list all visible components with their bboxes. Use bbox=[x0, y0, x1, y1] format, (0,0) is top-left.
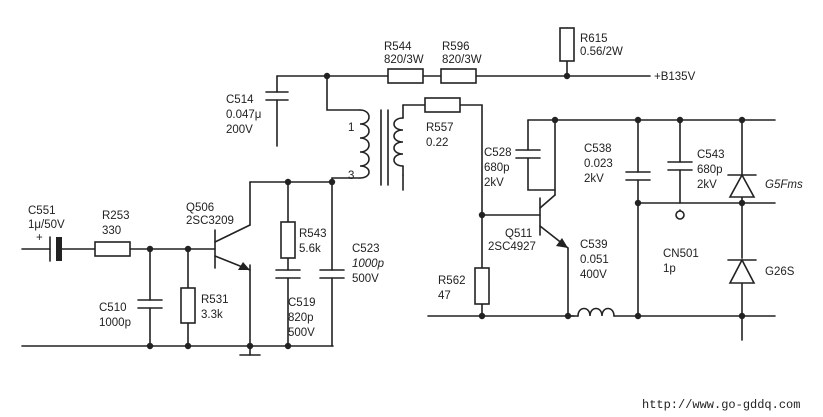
transformer-secondary bbox=[393, 104, 404, 176]
r596-resistor bbox=[440, 68, 477, 84]
r615-value: 0.56/2W bbox=[580, 46, 623, 58]
svg-text:+: + bbox=[36, 232, 43, 244]
r253-resistor bbox=[94, 241, 131, 257]
r543-resistor bbox=[280, 221, 296, 259]
c538-value: 0.023 bbox=[584, 158, 613, 170]
r557-value: 0.22 bbox=[426, 137, 448, 149]
r544-name: R544 bbox=[384, 41, 412, 53]
c523-value: 1000p bbox=[352, 258, 385, 270]
r531-value: 3.3k bbox=[201, 309, 223, 321]
c514-value: 0.047μ bbox=[226, 109, 261, 121]
r596-name: R596 bbox=[442, 41, 470, 53]
r543-value: 5.6k bbox=[299, 243, 321, 255]
q511-transistor bbox=[539, 194, 569, 249]
c528-value: 680p bbox=[484, 162, 510, 174]
c528-name: C528 bbox=[484, 147, 512, 159]
c539-name: C539 bbox=[580, 239, 608, 251]
c543-capacitor bbox=[667, 161, 693, 171]
c514-capacitor bbox=[265, 91, 289, 101]
r253-name: R253 bbox=[102, 210, 130, 222]
diode-g5fms-label: G5Fms bbox=[765, 179, 803, 191]
source-url: http://www.go-gddq.com bbox=[642, 398, 800, 412]
q506-name: Q506 bbox=[186, 202, 214, 214]
r544-resistor bbox=[387, 68, 424, 84]
c523-voltage: 500V bbox=[352, 273, 379, 285]
r615-name: R615 bbox=[580, 33, 608, 45]
c539-value: 0.051 bbox=[580, 254, 609, 266]
cn501-name: CN501 bbox=[663, 248, 699, 260]
c523-name: C523 bbox=[352, 243, 380, 255]
inductor-coil bbox=[577, 307, 615, 317]
r557-resistor bbox=[424, 97, 461, 113]
c519-capacitor bbox=[275, 269, 301, 279]
c519-name: C519 bbox=[288, 297, 316, 309]
cn501-value: 1p bbox=[663, 263, 676, 275]
pin-1-label: 1 bbox=[348, 122, 354, 134]
r544-value: 820/3W bbox=[384, 54, 424, 66]
c538-name: C538 bbox=[584, 143, 612, 155]
r562-name: R562 bbox=[438, 275, 466, 287]
c519-value: 820p bbox=[288, 312, 314, 324]
diode-g26s bbox=[727, 258, 757, 284]
c510-name: C510 bbox=[99, 302, 127, 314]
junction-dots bbox=[146, 72, 746, 350]
transformer-primary bbox=[359, 109, 389, 186]
r557-name: R557 bbox=[426, 122, 454, 134]
r531-resistor bbox=[180, 287, 196, 324]
diode-g5fms bbox=[727, 173, 757, 198]
c538-voltage: 2kV bbox=[584, 173, 604, 185]
c514-voltage: 200V bbox=[226, 124, 253, 136]
c510-value: 1000p bbox=[99, 317, 131, 329]
q511-type: 2SC4927 bbox=[488, 241, 536, 253]
q506-transistor bbox=[214, 224, 251, 271]
r253-value: 330 bbox=[102, 225, 121, 237]
cn501-connector bbox=[675, 210, 685, 220]
c543-value: 680p bbox=[697, 164, 723, 176]
c551-name: C551 bbox=[28, 205, 56, 217]
c551-capacitor: + bbox=[36, 232, 62, 262]
r596-value: 820/3W bbox=[442, 54, 482, 66]
q506-type: 2SC3209 bbox=[186, 215, 234, 227]
c510-capacitor bbox=[137, 299, 163, 309]
r562-resistor bbox=[474, 267, 490, 305]
r562-value: 47 bbox=[438, 290, 451, 302]
c539-voltage: 400V bbox=[580, 269, 607, 281]
c543-voltage: 2kV bbox=[697, 179, 717, 191]
q511-name: Q511 bbox=[505, 228, 532, 240]
r531-name: R531 bbox=[201, 294, 229, 306]
diode-g26s-label: G26S bbox=[765, 266, 795, 278]
c519-voltage: 500V bbox=[288, 327, 315, 339]
r543-name: R543 bbox=[299, 228, 327, 240]
c528-voltage: 2kV bbox=[484, 177, 504, 189]
c528-capacitor bbox=[515, 149, 541, 159]
labels: R544 820/3W R596 820/3W R615 0.56/2W +B1… bbox=[28, 33, 803, 412]
r615-resistor bbox=[559, 27, 575, 62]
c514-name: C514 bbox=[226, 94, 254, 106]
c543-name: C543 bbox=[697, 149, 725, 161]
b135v-label: +B135V bbox=[654, 71, 696, 83]
c523-capacitor bbox=[319, 269, 345, 279]
wires bbox=[21, 27, 776, 356]
pin-3-label: 3 bbox=[348, 170, 354, 182]
c538-capacitor bbox=[625, 171, 651, 181]
c551-value: 1μ/50V bbox=[28, 219, 65, 231]
